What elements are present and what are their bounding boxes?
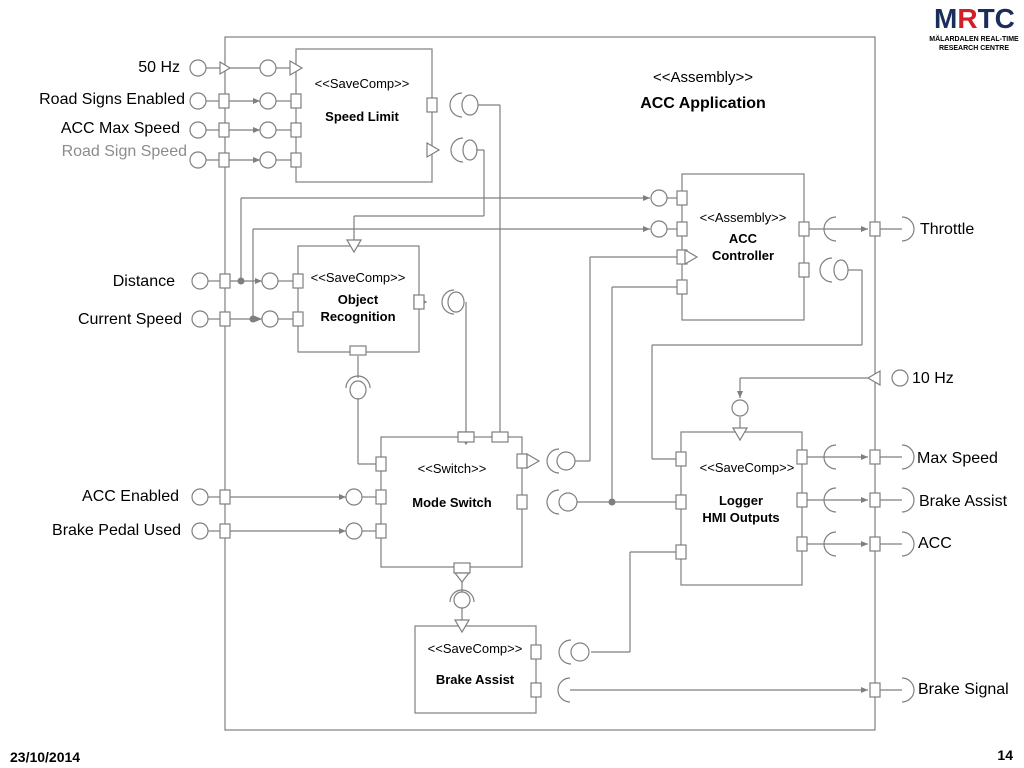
acc-controller-name-1: ACC — [729, 231, 758, 246]
label-50hz: 50 Hz — [138, 59, 180, 76]
label-road-signs-enabled: Road Signs Enabled — [39, 91, 185, 108]
logger-name-1: Logger — [719, 493, 763, 508]
label-throttle: Throttle — [920, 221, 974, 238]
object-recognition-name-2: Recognition — [320, 309, 395, 324]
logo-letter-r: R — [957, 3, 977, 34]
mode-switch-name: Mode Switch — [412, 495, 492, 510]
brake-assist-name: Brake Assist — [436, 672, 515, 687]
logo-line1: MÄLARDALEN REAL-TIME — [929, 35, 1019, 43]
component-mode-switch — [380, 436, 523, 568]
component-object-recognition — [297, 245, 420, 353]
logo-line2: RESEARCH CENTRE — [939, 45, 1009, 52]
label-acc-enabled: ACC Enabled — [82, 488, 179, 505]
assembly-stereotype: <<Assembly>> — [653, 69, 753, 86]
label-current-speed: Current Speed — [78, 311, 182, 328]
object-recognition-name-1: Object — [338, 292, 379, 307]
component-brake-assist — [414, 625, 537, 714]
acc-controller-name-2: Controller — [712, 248, 774, 263]
label-brake-pedal-used: Brake Pedal Used — [52, 522, 181, 539]
logo-letter-c: C — [995, 3, 1015, 34]
label-10hz: 10 Hz — [912, 370, 954, 387]
logger-name-2: HMI Outputs — [702, 510, 779, 525]
junctions — [237, 277, 616, 506]
label-acc-out: ACC — [918, 535, 952, 552]
label-distance: Distance — [113, 273, 175, 290]
component-acc-controller — [681, 173, 805, 321]
logo-letter-t: T — [978, 3, 995, 34]
svg-text:MRTC: MRTC — [934, 3, 1015, 34]
logo-letter-m: M — [934, 3, 957, 34]
assembly-title: ACC Application — [640, 95, 766, 112]
speed-limit-name: Speed Limit — [325, 109, 399, 124]
label-brake-signal: Brake Signal — [918, 681, 1009, 698]
component-logger — [680, 431, 803, 586]
label-road-sign-speed: Road Sign Speed — [62, 143, 187, 160]
component-speed-limit — [295, 48, 433, 183]
page-number: 14 — [997, 747, 1013, 763]
brake-assist-stereotype: <<SaveComp>> — [428, 641, 523, 656]
label-max-speed: Max Speed — [917, 450, 998, 467]
mode-switch-stereotype: <<Switch>> — [418, 461, 487, 476]
speed-limit-stereotype: <<SaveComp>> — [315, 76, 410, 91]
port-symbols — [189, 59, 915, 703]
label-brake-assist-out: Brake Assist — [919, 493, 1008, 510]
logger-stereotype: <<SaveComp>> — [700, 460, 795, 475]
label-acc-max-speed: ACC Max Speed — [61, 120, 180, 137]
connections — [206, 67, 902, 693]
object-recognition-stereotype: <<SaveComp>> — [311, 270, 406, 285]
mrtc-logo: MRTC MÄLARDALEN REAL-TIME RESEARCH CENTR… — [929, 3, 1019, 52]
acc-controller-stereotype: <<Assembly>> — [700, 210, 787, 225]
footer-date: 23/10/2014 — [10, 749, 80, 765]
